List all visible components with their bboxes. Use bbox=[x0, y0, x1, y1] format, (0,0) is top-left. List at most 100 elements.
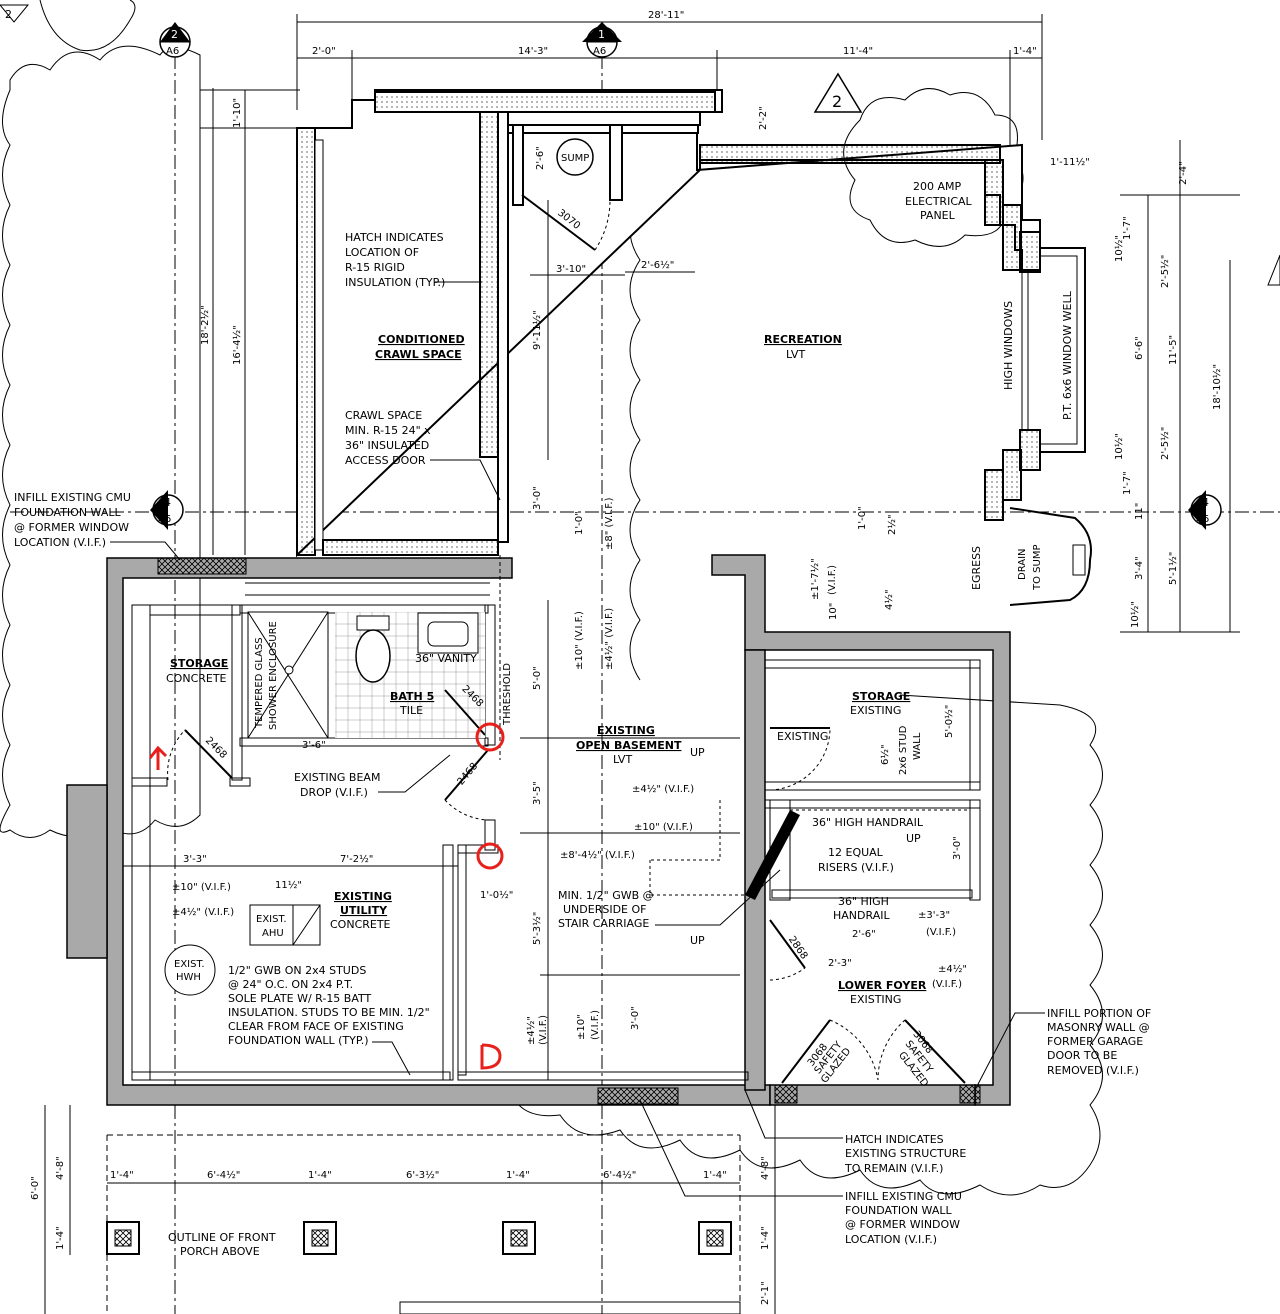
svg-text:1'-4": 1'-4" bbox=[703, 1170, 727, 1181]
svg-text:EXISTING: EXISTING bbox=[850, 704, 901, 717]
svg-text:2'-6": 2'-6" bbox=[535, 146, 546, 170]
note-infill-masonry: INFILL PORTION OF MASONRY WALL @ FORMER … bbox=[974, 1007, 1151, 1091]
svg-text:UTILITY: UTILITY bbox=[340, 904, 388, 917]
note-handrail-bot: 36" HIGH HANDRAIL bbox=[833, 895, 890, 922]
left-vertical-dimensions: 1'-10" 18'-2½" 16'-4½" bbox=[199, 88, 300, 555]
svg-text:3'-6": 3'-6" bbox=[302, 740, 326, 751]
svg-text:36" HIGH: 36" HIGH bbox=[838, 895, 889, 908]
svg-text:DROP (V.I.F.): DROP (V.I.F.) bbox=[300, 786, 368, 799]
note-gwb-studs: 1/2" GWB ON 2x4 STUDS @ 24" O.C. ON 2x4 … bbox=[228, 964, 430, 1076]
svg-text:EXISTING: EXISTING bbox=[597, 724, 655, 737]
svg-text:LVT: LVT bbox=[786, 348, 805, 361]
svg-text:6'-6": 6'-6" bbox=[1134, 336, 1145, 360]
infill-garage-right bbox=[959, 1084, 981, 1104]
svg-text:1/2" GWB ON 2x4 STUDS: 1/2" GWB ON 2x4 STUDS bbox=[228, 964, 366, 977]
note-handrail-top: 36" HIGH HANDRAIL bbox=[812, 816, 924, 829]
svg-text:1'-0": 1'-0" bbox=[574, 511, 585, 535]
revision-tag-right-partial bbox=[1267, 254, 1280, 286]
svg-text:LOCATION OF: LOCATION OF bbox=[345, 246, 419, 259]
svg-text:R-15 RIGID: R-15 RIGID bbox=[345, 261, 405, 274]
svg-text:LVT: LVT bbox=[613, 753, 632, 766]
svg-text:UP: UP bbox=[690, 746, 705, 759]
svg-text:INFILL PORTION OF: INFILL PORTION OF bbox=[1047, 1007, 1151, 1020]
svg-text:±4½" (V.I.F.): ±4½" (V.I.F.) bbox=[632, 783, 694, 795]
porch-piers bbox=[106, 1134, 741, 1314]
red-markup bbox=[148, 722, 505, 1070]
svg-text:1'-4": 1'-4" bbox=[308, 1170, 332, 1181]
svg-text:STORAGE: STORAGE bbox=[852, 690, 910, 703]
revision-tag-left: 2 bbox=[0, 4, 30, 23]
dim-top-3: 11'-4" bbox=[843, 46, 873, 57]
svg-text:EXISTING: EXISTING bbox=[334, 890, 392, 903]
svg-text:2½": 2½" bbox=[886, 514, 898, 535]
door-3068-left[interactable]: 3068 SAFETY GLAZED bbox=[781, 1019, 879, 1085]
svg-text:2: 2 bbox=[5, 8, 12, 21]
svg-text:INFILL EXISTING CMU: INFILL EXISTING CMU bbox=[14, 491, 131, 504]
svg-text:LOWER FOYER: LOWER FOYER bbox=[838, 979, 927, 992]
svg-text:HATCH INDICATES: HATCH INDICATES bbox=[345, 231, 444, 244]
svg-text:TEMPERED GLASS: TEMPERED GLASS bbox=[254, 637, 265, 729]
svg-text:LOCATION (V.I.F.): LOCATION (V.I.F.) bbox=[14, 536, 106, 549]
svg-text:SUMP: SUMP bbox=[561, 153, 589, 164]
svg-text:1'-4": 1'-4" bbox=[760, 1226, 771, 1250]
svg-text:INSULATION (TYP.): INSULATION (TYP.) bbox=[345, 276, 445, 289]
svg-text:2'-6½": 2'-6½" bbox=[641, 259, 674, 271]
svg-text:2'-5½": 2'-5½" bbox=[1159, 255, 1171, 288]
svg-text:1'-10": 1'-10" bbox=[232, 98, 243, 128]
svg-text:HANDRAIL: HANDRAIL bbox=[833, 909, 890, 922]
svg-text:ACCESS DOOR: ACCESS DOOR bbox=[345, 454, 426, 467]
svg-text:1: 1 bbox=[598, 28, 605, 41]
door-3068-right[interactable]: 3068 SAFETY GLAZED bbox=[877, 1019, 966, 1090]
svg-text:7'-2½": 7'-2½" bbox=[340, 853, 373, 865]
svg-text:±3'-3": ±3'-3" bbox=[918, 910, 950, 921]
svg-text:UNDERSIDE OF: UNDERSIDE OF bbox=[563, 903, 646, 916]
svg-text:1'-0": 1'-0" bbox=[857, 506, 868, 530]
svg-text:LOCATION (V.I.F.): LOCATION (V.I.F.) bbox=[845, 1233, 937, 1246]
note-porch: OUTLINE OF FRONT PORCH ABOVE bbox=[168, 1231, 276, 1258]
svg-text:EXIST.: EXIST. bbox=[174, 959, 205, 970]
svg-text:4'-8": 4'-8" bbox=[55, 1156, 66, 1180]
svg-text:6'-3½": 6'-3½" bbox=[406, 1169, 439, 1181]
svg-text:11'-5": 11'-5" bbox=[1168, 335, 1179, 365]
note-threshold: THRESHOLD bbox=[502, 663, 513, 726]
svg-text:WALL: WALL bbox=[912, 732, 923, 760]
svg-text:18'-10½": 18'-10½" bbox=[1211, 364, 1223, 410]
svg-text:5'-1½": 5'-1½" bbox=[1167, 552, 1179, 585]
svg-text:BATH 5: BATH 5 bbox=[390, 690, 434, 703]
svg-text:CLEAR FROM FACE OF EXISTING: CLEAR FROM FACE OF EXISTING bbox=[228, 1020, 404, 1033]
sump-dimensions: 2'-6" 3'-10" 2'-6½" 9'-11½" bbox=[530, 146, 695, 460]
note-window-well: P.T. 6x6 WINDOW WELL bbox=[1061, 290, 1074, 420]
svg-text:10½": 10½" bbox=[1113, 433, 1125, 460]
svg-text:±10" (V.I.F.): ±10" (V.I.F.) bbox=[172, 882, 231, 893]
door-2868[interactable]: 2868 bbox=[769, 919, 810, 981]
note-existing-door: EXISTING bbox=[777, 730, 828, 743]
svg-text:HATCH INDICATES: HATCH INDICATES bbox=[845, 1133, 944, 1146]
room-utility: EXISTING UTILITY CONCRETE bbox=[330, 890, 392, 931]
svg-text:6½": 6½" bbox=[879, 744, 891, 765]
svg-text:2'-3": 2'-3" bbox=[828, 958, 852, 969]
svg-text:AHU: AHU bbox=[262, 928, 284, 939]
svg-text:ELECTRICAL: ELECTRICAL bbox=[905, 195, 973, 208]
exist-ahu: EXIST. AHU bbox=[249, 904, 321, 946]
svg-text:@ FORMER WINDOW: @ FORMER WINDOW bbox=[845, 1218, 960, 1231]
room-recreation: RECREATION LVT bbox=[764, 333, 842, 361]
svg-text:A6: A6 bbox=[166, 46, 179, 57]
svg-text:@ FORMER WINDOW: @ FORMER WINDOW bbox=[14, 521, 129, 534]
svg-text:±10" (V.I.F.): ±10" (V.I.F.) bbox=[574, 611, 585, 670]
revision-cloud-top-left bbox=[39, 0, 136, 52]
svg-text:±4½" (V.I.F.): ±4½" (V.I.F.) bbox=[172, 906, 234, 918]
stair-up-labels: UP UP UP bbox=[690, 746, 921, 947]
svg-text:4: 4 bbox=[1202, 496, 1209, 509]
svg-text:2'-1": 2'-1" bbox=[760, 1281, 771, 1305]
svg-text:2468: 2468 bbox=[455, 761, 480, 788]
note-hatch-insulation: HATCH INDICATES LOCATION OF R-15 RIGID I… bbox=[345, 231, 482, 289]
dim-overall: 28'-11" bbox=[648, 10, 684, 21]
svg-text:±10": ±10" bbox=[576, 1014, 587, 1040]
door-existing-storage[interactable] bbox=[769, 727, 831, 791]
svg-text:(V.I.F.): (V.I.F.) bbox=[932, 979, 962, 990]
door-2468-utility[interactable]: 2468 bbox=[444, 749, 491, 821]
svg-text:2'-2": 2'-2" bbox=[758, 106, 769, 130]
note-shower: TEMPERED GLASS SHOWER ENCLOSURE bbox=[254, 621, 279, 730]
porch-dimensions: 1'-4" 6'-4½" 1'-4" 6'-3½" 1'-4" 6'-4½" 1… bbox=[30, 1105, 776, 1314]
